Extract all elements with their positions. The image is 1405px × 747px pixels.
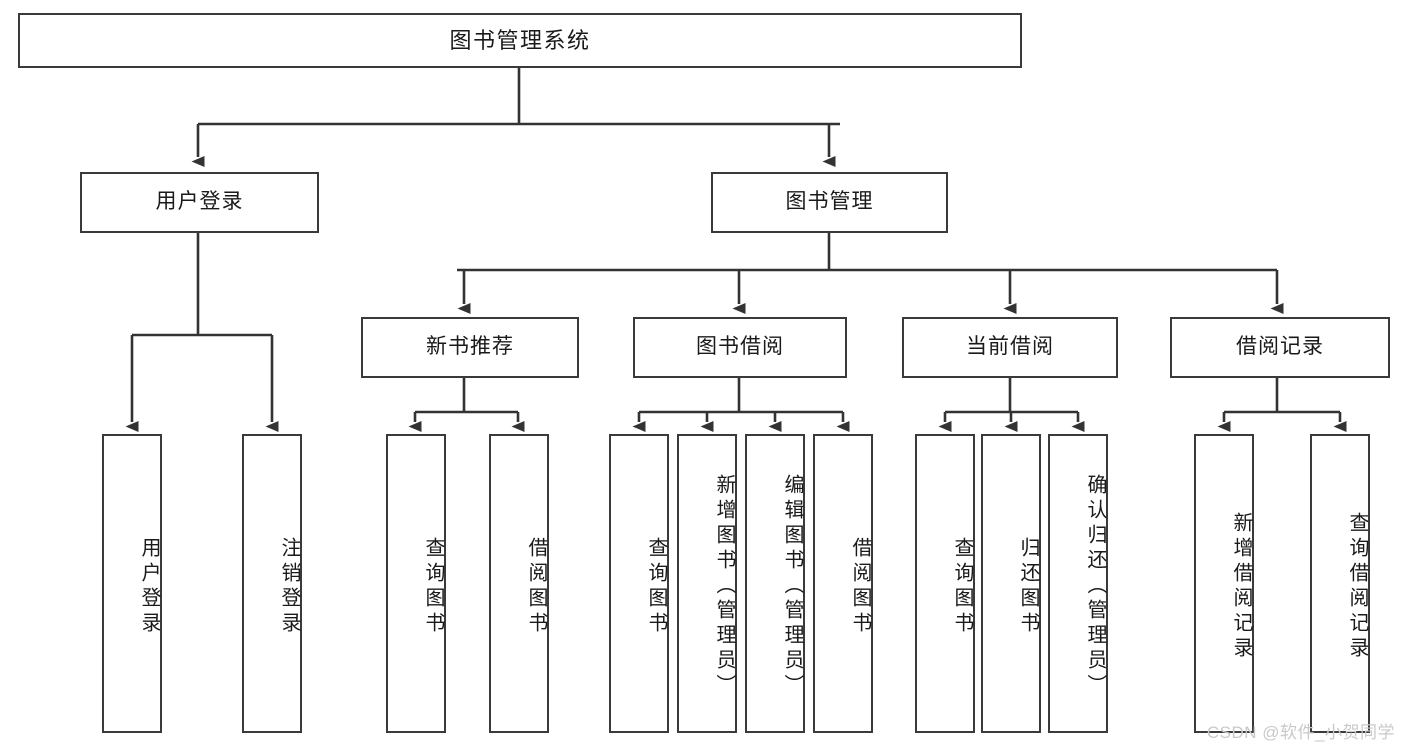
leaf-add-book[interactable]: 新增图书（管理员） [677, 434, 737, 733]
leaf-query-record-label: 查询借阅记录 [1346, 511, 1368, 662]
watermark: CSDN @软件_小贺同学 [1206, 723, 1395, 742]
node-book-borrow-label: 图书借阅 [696, 335, 784, 359]
leaf-borrow-book-1-label: 借阅图书 [525, 536, 547, 637]
node-current-borrow[interactable]: 当前借阅 [902, 317, 1118, 378]
leaf-query-book-1-label: 查询图书 [422, 536, 444, 637]
leaf-confirm-return-label: 确认归还（管理员） [1084, 474, 1106, 699]
node-book-borrow[interactable]: 图书借阅 [633, 317, 847, 378]
leaf-query-book-3[interactable]: 查询图书 [915, 434, 975, 733]
leaf-logout[interactable]: 注销登录 [242, 434, 302, 733]
node-root[interactable]: 图书管理系统 [18, 13, 1022, 68]
leaf-query-book-2-label: 查询图书 [645, 536, 667, 637]
leaf-borrow-book-1[interactable]: 借阅图书 [489, 434, 549, 733]
node-new-book-rec-label: 新书推荐 [426, 335, 514, 359]
node-book-manage-label: 图书管理 [785, 190, 874, 214]
leaf-edit-book-label: 编辑图书（管理员） [781, 474, 803, 699]
leaf-borrow-book-2[interactable]: 借阅图书 [813, 434, 873, 733]
leaf-edit-book[interactable]: 编辑图书（管理员） [745, 434, 805, 733]
leaf-add-record-label: 新增借阅记录 [1230, 511, 1252, 662]
leaf-confirm-return[interactable]: 确认归还（管理员） [1048, 434, 1108, 733]
leaf-user-login-label: 用户登录 [138, 536, 160, 637]
leaf-add-record[interactable]: 新增借阅记录 [1194, 434, 1254, 733]
leaf-return-book-label: 归还图书 [1017, 536, 1039, 637]
leaf-user-login[interactable]: 用户登录 [102, 434, 162, 733]
leaf-query-book-2[interactable]: 查询图书 [609, 434, 669, 733]
node-new-book-rec[interactable]: 新书推荐 [361, 317, 579, 378]
node-borrow-record-label: 借阅记录 [1236, 335, 1324, 359]
leaf-query-book-3-label: 查询图书 [951, 536, 973, 637]
node-book-manage[interactable]: 图书管理 [711, 172, 948, 233]
leaf-return-book[interactable]: 归还图书 [981, 434, 1041, 733]
node-current-borrow-label: 当前借阅 [966, 335, 1054, 359]
leaf-logout-label: 注销登录 [278, 536, 300, 637]
leaf-query-book-1[interactable]: 查询图书 [386, 434, 446, 733]
node-root-label: 图书管理系统 [449, 27, 591, 53]
node-user-login-label: 用户登录 [155, 190, 244, 214]
node-borrow-record[interactable]: 借阅记录 [1170, 317, 1390, 378]
leaf-borrow-book-2-label: 借阅图书 [849, 536, 871, 637]
leaf-add-book-label: 新增图书（管理员） [713, 474, 735, 699]
leaf-query-record[interactable]: 查询借阅记录 [1310, 434, 1370, 733]
node-user-login[interactable]: 用户登录 [80, 172, 319, 233]
